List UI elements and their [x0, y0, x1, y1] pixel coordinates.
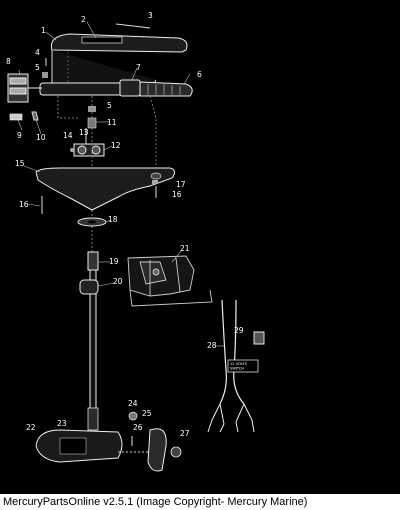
part-15-mount-housing: [35, 167, 176, 211]
part-20-shaft-collar: [79, 279, 99, 295]
part-label-19: 19: [109, 257, 119, 266]
part-14-washer: [70, 148, 74, 152]
part-18-collar: [77, 217, 107, 227]
part-8-speed-switch: [7, 73, 42, 103]
part-28-battery-leads: [219, 299, 259, 405]
callout-leaders: [17, 21, 224, 347]
part-22-motor-housing: [35, 429, 123, 463]
part-label-5-lower: 5: [107, 101, 112, 110]
part-label-20: 20: [113, 277, 123, 286]
part-17-nut: [152, 180, 158, 184]
trolling-motor-exploded-diagram: 1 2 3 4 5 6 7 8 9 10 11 12 13 14 15 16 1…: [6, 11, 265, 472]
part-label-2: 2: [81, 15, 86, 24]
part-10-key: [31, 111, 39, 121]
part-12-clamp-hardware: [73, 143, 105, 157]
part-label-4: 4: [35, 48, 40, 57]
part-label-21: 21: [180, 244, 190, 253]
part-29-connector: [253, 331, 265, 345]
part-label-17: 17: [176, 180, 186, 189]
part-label-9: 9: [17, 131, 22, 140]
part-label-11: 11: [107, 118, 117, 127]
parts-diagram-viewer: 1 2 3 4 5 6 7 8 9 10 11 12 13 14 15 16 1…: [6, 11, 265, 472]
part-label-16-right: 16: [172, 190, 182, 199]
part-label-10: 10: [36, 133, 46, 142]
decal-line: 12 VOLTS: [230, 362, 248, 366]
part-label-23: 23: [57, 419, 67, 428]
part-label-16-left: 16: [19, 200, 29, 209]
part-24-washer: [128, 411, 138, 421]
part-label-5: 5: [35, 63, 40, 72]
part-23-motor-label: [59, 437, 87, 455]
part-label-13: 13: [79, 128, 89, 137]
part-label-24: 24: [128, 399, 138, 408]
part-label-18: 18: [108, 215, 118, 224]
part-label-22: 22: [26, 423, 36, 432]
part-label-29: 29: [234, 326, 244, 335]
part-5-nut: [42, 72, 48, 78]
part-21-mounting-bracket: [127, 255, 213, 307]
part-label-25: 25: [142, 409, 152, 418]
part-label-14: 14: [63, 131, 73, 140]
part-label-1: 1: [41, 26, 46, 35]
part-label-27: 27: [180, 429, 190, 438]
part-label-26: 26: [133, 423, 143, 432]
part-number-labels: 1 2 3 4 5 6 7 8 9 10 11 12 13 14 15 16 1…: [6, 11, 244, 438]
part-7-collar: [119, 79, 141, 97]
part-1-upper-housing: [50, 33, 188, 91]
part-2-decal: [81, 36, 123, 44]
part-label-28: 28: [207, 341, 217, 350]
battery-clips: [207, 403, 255, 433]
part-label-6: 6: [197, 70, 202, 79]
part-3-tiller-trim: [115, 23, 151, 29]
part-9-knob: [9, 113, 23, 121]
part-label-12: 12: [111, 141, 121, 150]
image-caption: MercuryPartsOnline v2.5.1 (Image Copyrig…: [0, 494, 400, 510]
part-6-tiller-handle: [39, 79, 193, 97]
part-label-7: 7: [136, 63, 141, 72]
part-27-prop-nut: [170, 446, 182, 458]
part-25-propeller: [118, 428, 167, 472]
part-label-8: 8: [6, 57, 11, 66]
decal-line: SWITCH: [230, 366, 244, 370]
part-label-15: 15: [15, 159, 25, 168]
part-label-3: 3: [148, 11, 153, 20]
